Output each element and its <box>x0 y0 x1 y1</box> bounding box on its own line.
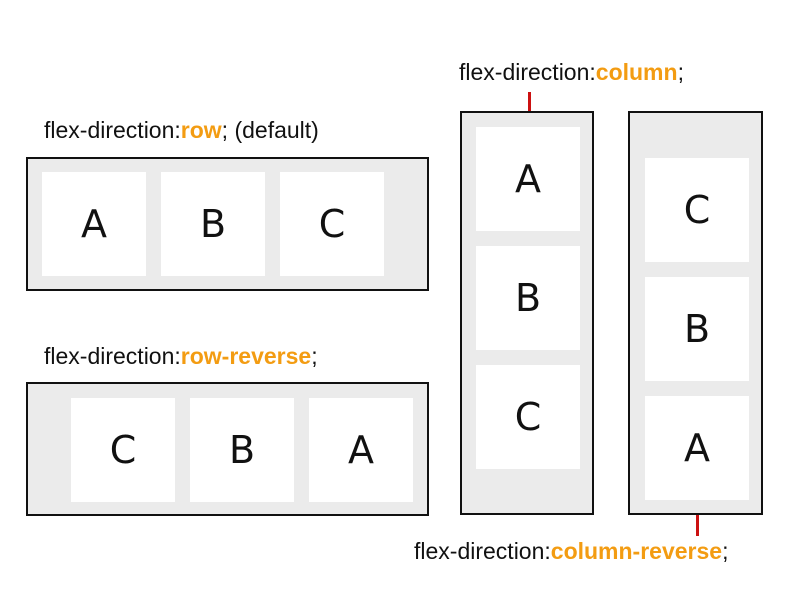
column-item-1: A <box>476 127 580 231</box>
row-item-2: B <box>161 172 265 276</box>
row-reverse-container: C B A <box>26 382 429 516</box>
row-label-value: row <box>180 117 222 143</box>
column-reverse-container: C B A <box>628 111 763 515</box>
column-label-suffix: ; <box>677 59 684 85</box>
row-label: flex-direction:row; (default) <box>44 119 319 142</box>
column-reverse-connector <box>696 515 699 536</box>
row-reverse-item-2: B <box>190 398 294 502</box>
column-item-3: C <box>476 365 580 469</box>
column-item-2: B <box>476 246 580 350</box>
row-reverse-label-value: row-reverse <box>180 343 312 369</box>
column-reverse-item-3: A <box>645 396 749 500</box>
row-label-prefix: flex-direction: <box>44 117 181 143</box>
column-connector <box>528 92 531 111</box>
row-reverse-label-suffix: ; <box>311 343 318 369</box>
row-reverse-label-prefix: flex-direction: <box>44 343 181 369</box>
column-reverse-item-1: C <box>645 158 749 262</box>
column-container: A B C <box>460 111 594 515</box>
column-reverse-label-prefix: flex-direction: <box>414 538 551 564</box>
column-reverse-item-2: B <box>645 277 749 381</box>
row-reverse-item-3: A <box>309 398 413 502</box>
column-label: flex-direction:column; <box>459 61 684 84</box>
row-container: A B C <box>26 157 429 291</box>
column-reverse-label-suffix: ; <box>722 538 729 564</box>
row-item-1: A <box>42 172 146 276</box>
column-reverse-label-value: column-reverse <box>550 538 723 564</box>
row-label-suffix: ; <box>221 117 229 143</box>
column-label-prefix: flex-direction: <box>459 59 596 85</box>
column-label-value: column <box>595 59 678 85</box>
row-item-3: C <box>280 172 384 276</box>
row-reverse-item-1: C <box>71 398 175 502</box>
row-reverse-label: flex-direction:row-reverse; <box>44 345 318 368</box>
row-label-note: (default) <box>228 117 319 143</box>
column-reverse-label: flex-direction:column-reverse; <box>414 540 728 563</box>
